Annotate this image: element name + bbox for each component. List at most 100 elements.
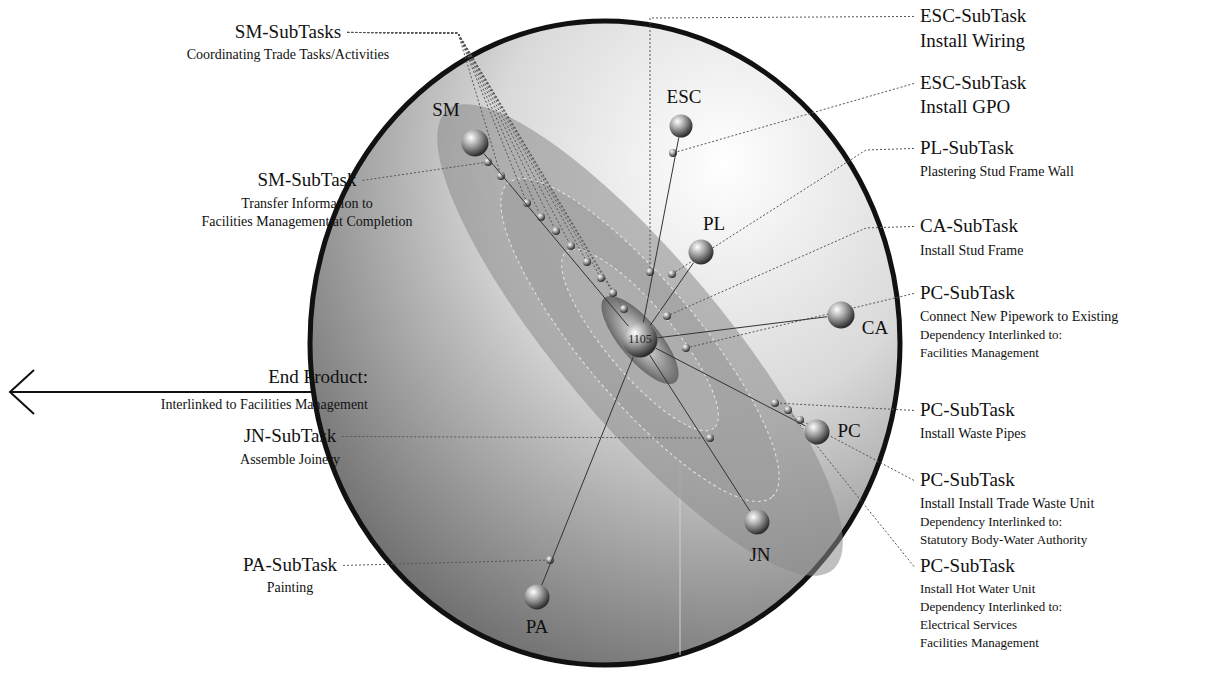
sphere-shape xyxy=(804,419,830,445)
leader-line xyxy=(347,32,624,309)
connector-line xyxy=(643,138,678,323)
callout-heading: Install GPO xyxy=(920,97,1010,118)
leader-line xyxy=(673,83,914,153)
trade-sphere: PL xyxy=(688,239,714,265)
subtask-dot xyxy=(784,406,792,414)
callout-text: Dependency Interlinked to: xyxy=(920,515,1062,529)
outer-sphere xyxy=(310,21,900,665)
callout-heading: PC-SubTask xyxy=(920,556,1015,577)
sphere-shape xyxy=(461,129,489,157)
sphere-fill xyxy=(689,240,714,265)
leader-line xyxy=(775,403,914,410)
middle-band xyxy=(464,146,816,535)
subtask-dot xyxy=(497,172,505,180)
sphere-shape xyxy=(669,114,693,138)
leader-line xyxy=(342,436,710,438)
callout-heading: JN-SubTask xyxy=(244,426,337,447)
subtask-dot xyxy=(567,242,575,250)
callout-text: Electrical Services xyxy=(920,618,1017,632)
callout-text: Dependency Interlinked to: xyxy=(920,328,1062,342)
subtask-dot xyxy=(668,270,676,278)
callout-heading: End Product: xyxy=(268,367,368,388)
subtask-dot xyxy=(552,227,560,235)
callout-text: Interlinked to Facilities Management xyxy=(161,397,368,412)
callout-text: Install Stud Frame xyxy=(920,243,1023,258)
callout-heading: Install Wiring xyxy=(920,31,1025,52)
subtask-dot xyxy=(620,305,628,313)
sphere-shape xyxy=(827,301,855,329)
callout-text: Connect New Pipework to Existing xyxy=(920,309,1118,324)
connector-line xyxy=(484,154,628,326)
callout-heading: SM-SubTask xyxy=(258,170,357,191)
callout-text: Facilities Management xyxy=(920,636,1039,650)
callout-heading: CA-SubTask xyxy=(920,216,1018,237)
trade-sphere: PA xyxy=(524,584,550,610)
trade-sphere: ESC xyxy=(669,114,693,138)
sphere-fill xyxy=(670,115,693,138)
subtask-dot xyxy=(609,289,617,297)
callout-text: Install Hot Water Unit xyxy=(920,582,1035,596)
callout-text: Statutory Body-Water Authority xyxy=(920,533,1087,547)
sphere-label: SM xyxy=(432,100,459,121)
callout-heading: PC-SubTask xyxy=(920,400,1015,421)
callout-text: Install Waste Pipes xyxy=(920,426,1026,441)
arrow-head xyxy=(10,370,34,414)
sphere-label: PC xyxy=(837,421,860,442)
subtask-dot xyxy=(583,258,591,266)
inner-band xyxy=(540,230,740,450)
sphere-fill xyxy=(623,323,658,358)
sphere-fill xyxy=(745,510,770,535)
leader-line xyxy=(347,32,571,246)
sphere-label: PL xyxy=(703,214,725,235)
leader-lines xyxy=(342,16,914,566)
connector-line xyxy=(656,348,805,426)
subtask-dot xyxy=(682,344,690,352)
leader-line xyxy=(362,162,488,180)
callout-heading: PA-SubTask xyxy=(243,555,337,576)
connector-line xyxy=(542,357,633,585)
central-sphere: 1105 xyxy=(622,322,658,358)
sphere-shape xyxy=(688,239,714,265)
trade-sphere: CA xyxy=(827,301,855,329)
callout-text: Facilities Management at Completion xyxy=(201,214,412,229)
sphere-shape xyxy=(744,509,770,535)
leader-line xyxy=(347,32,613,293)
leader-line xyxy=(800,420,914,480)
core-band xyxy=(589,285,690,395)
sphere-label: JN xyxy=(749,545,770,566)
sphere-fill xyxy=(462,130,489,157)
leader-line xyxy=(672,148,914,274)
subtask-dot xyxy=(597,274,605,282)
callout-heading: ESC-SubTask xyxy=(920,6,1026,27)
sphere-label: PA xyxy=(526,617,549,638)
sphere-shape xyxy=(524,584,550,610)
connector-line xyxy=(658,317,827,338)
sphere-fill xyxy=(828,302,855,329)
leader-line xyxy=(650,16,914,268)
callout-text: Facilities Management xyxy=(920,346,1039,360)
orbital-band xyxy=(384,57,895,622)
subtask-dots xyxy=(484,149,804,564)
subtask-dot xyxy=(663,312,671,320)
leader-line xyxy=(686,293,914,348)
connector-line xyxy=(650,355,750,511)
sphere-label: CA xyxy=(862,318,888,339)
trade-sphere: JN xyxy=(744,509,770,535)
callout-text: Dependency Interlinked to: xyxy=(920,600,1062,614)
subtask-dot xyxy=(771,399,779,407)
callout-heading: PC-SubTask xyxy=(920,283,1015,304)
callout-heading: SM-SubTasks xyxy=(235,22,341,43)
callout-heading: ESC-SubTask xyxy=(920,73,1026,94)
leader-line xyxy=(347,32,556,231)
callout-heading: PC-SubTask xyxy=(920,470,1015,491)
callout-text: Install Install Trade Waste Unit xyxy=(920,496,1094,511)
sphere-fill xyxy=(805,420,830,445)
callout-heading: PL-SubTask xyxy=(920,138,1014,159)
subtask-dot xyxy=(706,434,714,442)
callout-text: Coordinating Trade Tasks/Activities xyxy=(187,47,390,62)
subtask-dot xyxy=(537,213,545,221)
sphere-fill xyxy=(525,585,550,610)
outer-band xyxy=(384,57,895,622)
sphere-label: 1105 xyxy=(628,333,652,346)
